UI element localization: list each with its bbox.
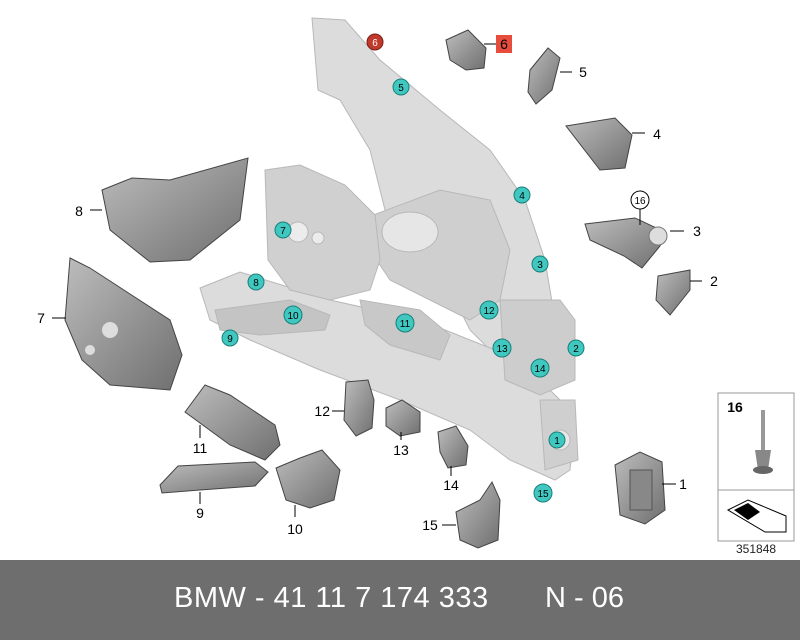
svg-text:5: 5 (398, 83, 404, 94)
callout-10: 10 (283, 305, 303, 325)
svg-text:13: 13 (393, 442, 409, 458)
svg-text:1: 1 (554, 436, 560, 447)
svg-text:10: 10 (287, 311, 299, 322)
parts-diagram: 6 5 4 3 2 1 7 8 9 10 11 12 13 14 15 6 5 … (37, 17, 795, 556)
footer-bar: BMW - 41 11 7 174 333 N - 06 (0, 560, 800, 640)
part-11-brace: 11 (184, 384, 281, 461)
svg-text:3: 3 (537, 260, 543, 271)
part-5-hinge: 5 (527, 47, 587, 105)
svg-text:12: 12 (483, 306, 495, 317)
callout-6-red: 6 (366, 33, 384, 51)
svg-text:13: 13 (496, 344, 508, 355)
callout-7: 7 (274, 221, 292, 239)
part-3-bracket: 16 3 (584, 190, 701, 269)
svg-text:16: 16 (634, 196, 646, 207)
svg-text:10: 10 (287, 521, 303, 537)
svg-text:12: 12 (314, 403, 330, 419)
part-8-wheelhouse: 8 (75, 157, 249, 263)
part-10-mount: 10 (275, 449, 341, 537)
callout-5: 5 (392, 78, 410, 96)
part-2-bracket: 2 (655, 269, 718, 316)
reference-panel: 16 (717, 392, 795, 542)
part-14-bracket: 14 (437, 425, 469, 493)
callout-9: 9 (221, 329, 239, 347)
svg-text:6: 6 (500, 36, 508, 52)
svg-text:1: 1 (679, 476, 687, 492)
svg-text:16: 16 (727, 399, 743, 415)
revision: N - 06 (545, 582, 624, 614)
svg-text:6: 6 (372, 38, 378, 49)
part-9-strip: 9 (159, 461, 269, 521)
callout-3: 3 (531, 255, 549, 273)
part-6-bracket: 6 (445, 29, 512, 71)
svg-text:9: 9 (227, 334, 233, 345)
front-body-structure (199, 17, 579, 481)
callout-11: 11 (395, 313, 415, 333)
svg-text:11: 11 (193, 440, 208, 456)
svg-text:3: 3 (693, 223, 701, 239)
part-7-panel: 7 (37, 257, 183, 391)
callout-8: 8 (247, 273, 265, 291)
part-4-bracket: 4 (565, 117, 661, 171)
callout-2: 2 (567, 339, 585, 357)
callout-14: 14 (530, 358, 550, 378)
part-13-block: 13 (385, 399, 421, 458)
svg-text:4: 4 (519, 191, 525, 202)
exploded-view-svg: 6 5 4 3 2 1 7 8 9 10 11 12 13 14 15 6 5 … (37, 17, 795, 549)
part-1-crash-can: 1 (614, 451, 687, 525)
svg-text:2: 2 (710, 273, 718, 289)
svg-text:4: 4 (653, 126, 661, 142)
svg-text:2: 2 (573, 344, 579, 355)
svg-text:7: 7 (280, 226, 286, 237)
part-12-bracket: 12 (314, 379, 375, 437)
svg-text:15: 15 (422, 517, 438, 533)
svg-text:11: 11 (400, 319, 411, 330)
svg-text:8: 8 (75, 203, 83, 219)
svg-text:9: 9 (196, 505, 204, 521)
part-15-hook: 15 (422, 480, 501, 549)
callout-4: 4 (513, 186, 531, 204)
part-number: BMW - 41 11 7 174 333 (174, 582, 489, 614)
svg-text:8: 8 (253, 278, 259, 289)
callout-1: 1 (548, 431, 566, 449)
callout-13: 13 (492, 338, 512, 358)
svg-text:15: 15 (537, 489, 549, 500)
svg-text:14: 14 (534, 364, 546, 375)
svg-text:7: 7 (37, 310, 45, 326)
callout-12: 12 (479, 300, 499, 320)
document-number: 351848 (736, 542, 777, 556)
svg-text:5: 5 (579, 64, 587, 80)
svg-text:14: 14 (443, 477, 459, 493)
callout-15: 15 (533, 483, 553, 503)
